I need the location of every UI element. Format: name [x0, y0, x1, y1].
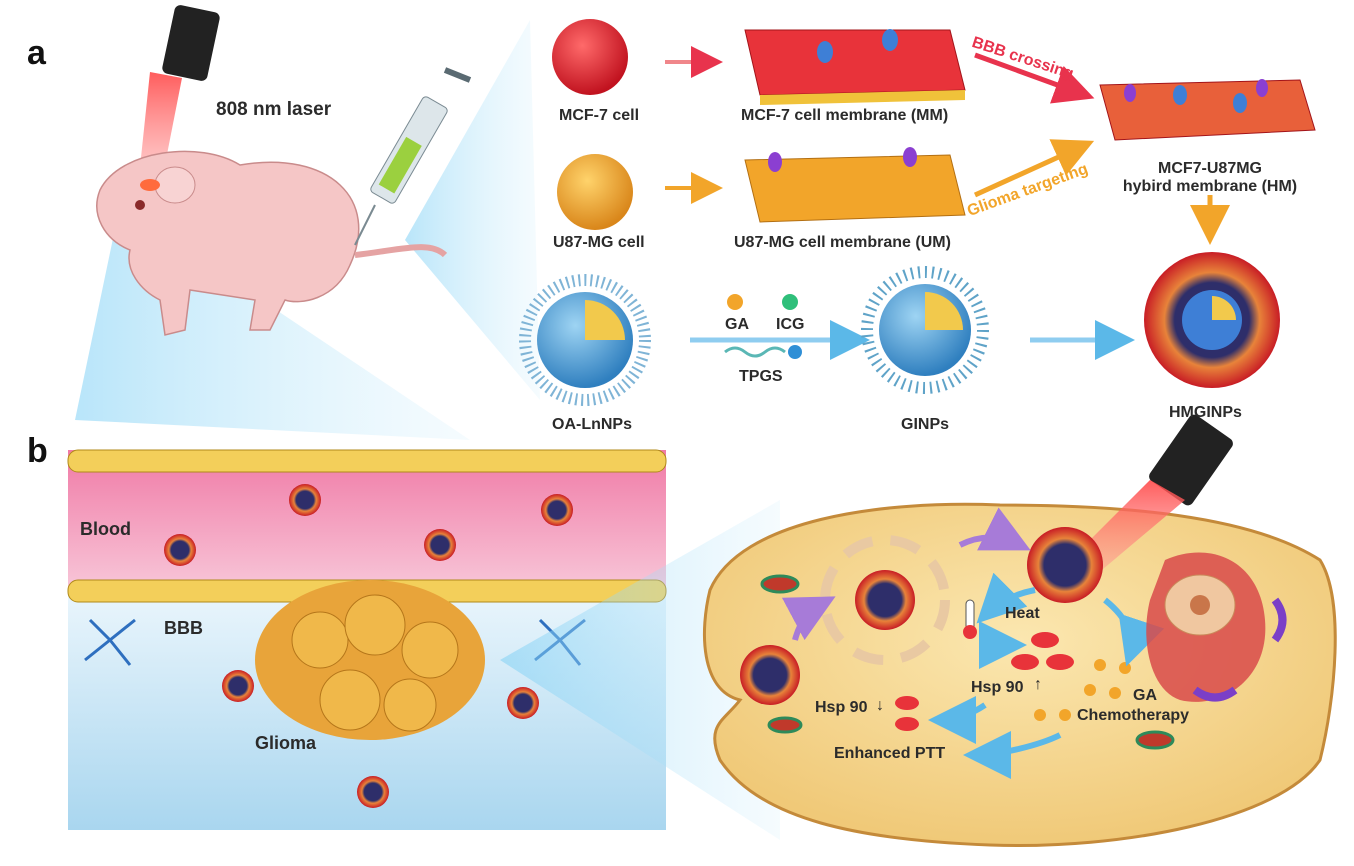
syringe-icon	[354, 67, 472, 246]
hybrid-label-line1: MCF7-U87MG	[1157, 160, 1262, 177]
glioma-cluster	[255, 580, 485, 740]
blood-label: Blood	[80, 519, 131, 539]
ga-chemo-label-line1: GA	[1133, 687, 1157, 704]
ga-label: GA	[725, 316, 749, 333]
hsp90-down-label: Hsp 90	[815, 699, 868, 716]
enhanced-ptt-label: Enhanced PTT	[834, 745, 946, 762]
panel-letter-b: b	[27, 432, 48, 470]
oa-lnnps-particle	[519, 274, 651, 406]
mcf7-membrane-label: MCF-7 cell membrane (MM)	[741, 107, 949, 124]
ga-molecule-icon	[727, 294, 743, 310]
thermometer-icon	[963, 599, 977, 639]
hsp90-up-label: Hsp 90	[971, 679, 1024, 696]
ginps-label: GINPs	[901, 416, 950, 433]
arrow-escape	[958, 507, 1031, 551]
u87-membrane-sheet	[744, 147, 966, 223]
np-entering-cell	[740, 645, 800, 705]
bbb-label: BBB	[164, 618, 203, 638]
zoom-cone-tumor	[500, 500, 780, 840]
golgi-apparatus	[1192, 597, 1287, 702]
u87-membrane-label: U87-MG cell membrane (UM)	[734, 234, 951, 251]
np-irradiated	[1027, 527, 1103, 603]
tpgs-label: TPGS	[739, 368, 783, 385]
endothelial-cells-top	[67, 449, 667, 473]
oa-lnnps-label: OA-LnNPs	[552, 416, 632, 433]
arrow-chemo-to-ptt	[963, 730, 1062, 779]
ga-molecules	[1034, 659, 1131, 721]
mcf7-cell-label: MCF-7 cell	[559, 107, 640, 124]
arrow-heat	[976, 572, 1036, 624]
panel-letter-a: a	[27, 34, 46, 72]
hmginps-label: HMGINPs	[1169, 404, 1242, 421]
tpgs-head-icon	[788, 345, 802, 359]
mouse-illustration	[96, 150, 448, 336]
down-arrow-icon: ↓	[876, 697, 884, 714]
mcf7-membrane-sheet	[744, 29, 966, 105]
hmginps-particle	[1144, 252, 1280, 388]
hsp90-protein-down	[895, 696, 919, 731]
zoom-cone-top	[405, 20, 540, 400]
hybrid-membrane-sheet	[1099, 79, 1316, 141]
mitochondria	[760, 574, 1175, 750]
arrow-glioma-targeting	[973, 139, 1095, 198]
up-arrow-icon: ↑	[1034, 676, 1042, 693]
arrow-ga-release	[1103, 597, 1165, 667]
laser-label: 808 nm laser	[216, 99, 332, 120]
u87-cell-icon	[557, 154, 633, 230]
endosome	[820, 535, 950, 665]
arrow-bbb-crossing	[974, 52, 1095, 104]
mcf7-cell-icon	[552, 19, 628, 95]
hybrid-label-line2: hybird membrane (HM)	[1122, 178, 1298, 195]
ginps-particle	[861, 266, 989, 394]
u87-cell-label: U87-MG cell	[553, 234, 645, 251]
icg-label: ICG	[776, 316, 805, 333]
arrow-heat-hsp	[978, 620, 1027, 669]
nucleus-er	[1146, 552, 1266, 702]
tpgs-molecule-icon	[724, 346, 786, 358]
arrow-uptake	[781, 596, 836, 641]
ga-chemo-label-line2: Chemotherapy	[1077, 707, 1190, 724]
heat-label: Heat	[1005, 605, 1040, 622]
nanoparticles-in-vessel	[164, 484, 573, 808]
glioma-label: Glioma	[255, 733, 317, 753]
icg-molecule-icon	[782, 294, 798, 310]
arrow-hsp-down	[928, 695, 987, 744]
